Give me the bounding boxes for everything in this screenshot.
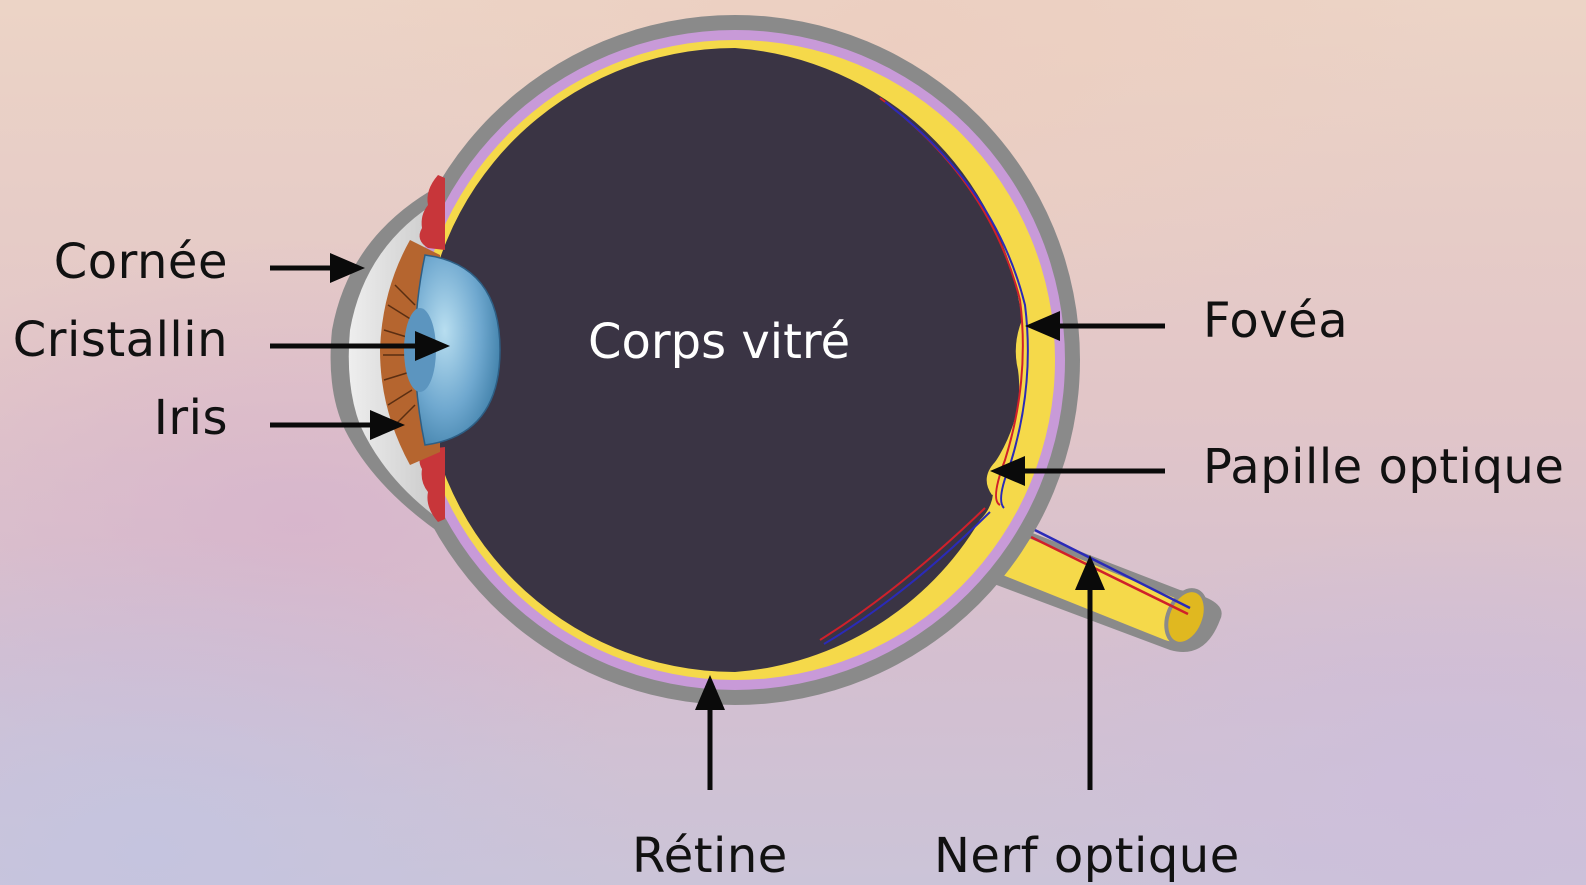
- label-fovea: Fovéa: [1203, 297, 1348, 345]
- label-cornee: Cornée: [54, 238, 228, 286]
- label-iris: Iris: [154, 394, 228, 442]
- label-nerf-optique: Nerf optique: [934, 832, 1240, 880]
- label-cristallin: Cristallin: [13, 316, 228, 364]
- label-corps-vitre: Corps vitré: [588, 318, 850, 366]
- label-retine: Rétine: [632, 832, 788, 880]
- label-papille-optique: Papille optique: [1203, 443, 1564, 491]
